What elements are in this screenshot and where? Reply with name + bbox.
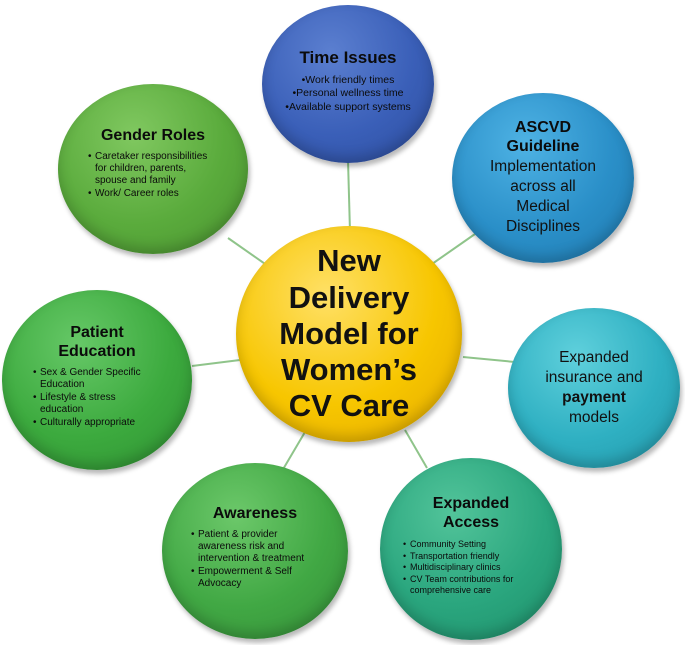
center-title-line: Model for [279, 315, 419, 351]
connector-insurance [462, 356, 516, 363]
bullet-item: Sex & Gender Specific Education [33, 367, 161, 391]
bullet-item: Work friendly times [285, 74, 410, 87]
node-insurance-payment: Expanded insurance and payment models [508, 308, 680, 468]
connector-time-issues [347, 159, 351, 233]
node-expanded-access: Expanded Access Community Setting Transp… [380, 458, 562, 640]
bullet-item: Caretaker responsibilities for children,… [88, 151, 218, 187]
node-title: Patient Education [58, 324, 135, 362]
title-line: Patient [70, 323, 124, 341]
bullet-list: Patient & provider awareness risk and in… [191, 529, 319, 591]
node-title: Expanded Access [433, 495, 509, 533]
center-title-line: Delivery [288, 279, 410, 315]
node-title: ASCVD Guideline [507, 119, 580, 157]
center-title-line: New [317, 243, 381, 279]
title-line: ASCVD [514, 118, 571, 136]
bullet-item: CV Team contributions for comprehensive … [403, 574, 539, 596]
body-line-bold: payment [562, 389, 626, 406]
bullet-list: Work friendly times Personal wellness ti… [285, 74, 411, 115]
bullet-list: Community Setting Transportation friendl… [403, 539, 539, 597]
bullet-item: Patient & provider awareness risk and in… [191, 529, 319, 565]
body-line: Implementation [490, 157, 596, 175]
node-awareness: Awareness Patient & provider awareness r… [162, 463, 348, 639]
title-line: Access [442, 514, 500, 531]
body-line: across all [510, 177, 576, 195]
body-line: models [569, 409, 619, 427]
body-line: Medical [516, 197, 570, 215]
node-gender-roles: Gender Roles Caretaker responsibilities … [58, 84, 248, 254]
center-title-line: Women’s [280, 352, 418, 388]
bullet-item: Culturally appropriate [33, 417, 161, 429]
node-body: Implementation across all Medical Discip… [490, 157, 596, 238]
connector-ascvd [431, 233, 476, 265]
bullet-item: Personal wellness time [285, 87, 410, 100]
body-line: Disciplines [505, 218, 581, 236]
bullet-item: Lifestyle & stress education [33, 392, 161, 416]
connector-gender [227, 237, 269, 267]
bullet-item: Multidisciplinary clinics [403, 562, 539, 573]
node-ascvd-guideline: ASCVD Guideline Implementation across al… [452, 93, 634, 263]
node-title: Awareness [212, 504, 298, 522]
bullet-item: Community Setting [403, 539, 539, 550]
node-patient-education: Patient Education Sex & Gender Specific … [2, 290, 192, 470]
center-node: New Delivery Model for Women’s CV Care [236, 226, 462, 442]
title-line: Education [58, 342, 136, 360]
center-title-line: CV Care [288, 388, 410, 424]
title-line: Guideline [506, 137, 580, 155]
body-line: Expanded [559, 348, 629, 366]
center-title: New Delivery Model for Women’s CV Care [279, 243, 419, 424]
node-time-issues: Time Issues Work friendly times Personal… [262, 5, 434, 163]
node-body: Expanded insurance and payment models [545, 348, 642, 429]
node-title: Gender Roles [100, 126, 206, 144]
connector-education [191, 359, 241, 367]
node-title: Time Issues [299, 47, 397, 67]
body-line: insurance and [545, 368, 643, 386]
bullet-item: Transportation friendly [403, 551, 539, 562]
bullet-item: Empowerment & Self Advocacy [191, 566, 319, 590]
title-line: Expanded [432, 495, 510, 513]
bullet-item: Work/ Career roles [88, 188, 218, 200]
bullet-item: Available support systems [285, 101, 411, 114]
connector-access [404, 429, 428, 469]
bullet-list: Caretaker responsibilities for children,… [88, 151, 218, 201]
bullet-list: Sex & Gender Specific Education Lifestyl… [33, 367, 161, 430]
